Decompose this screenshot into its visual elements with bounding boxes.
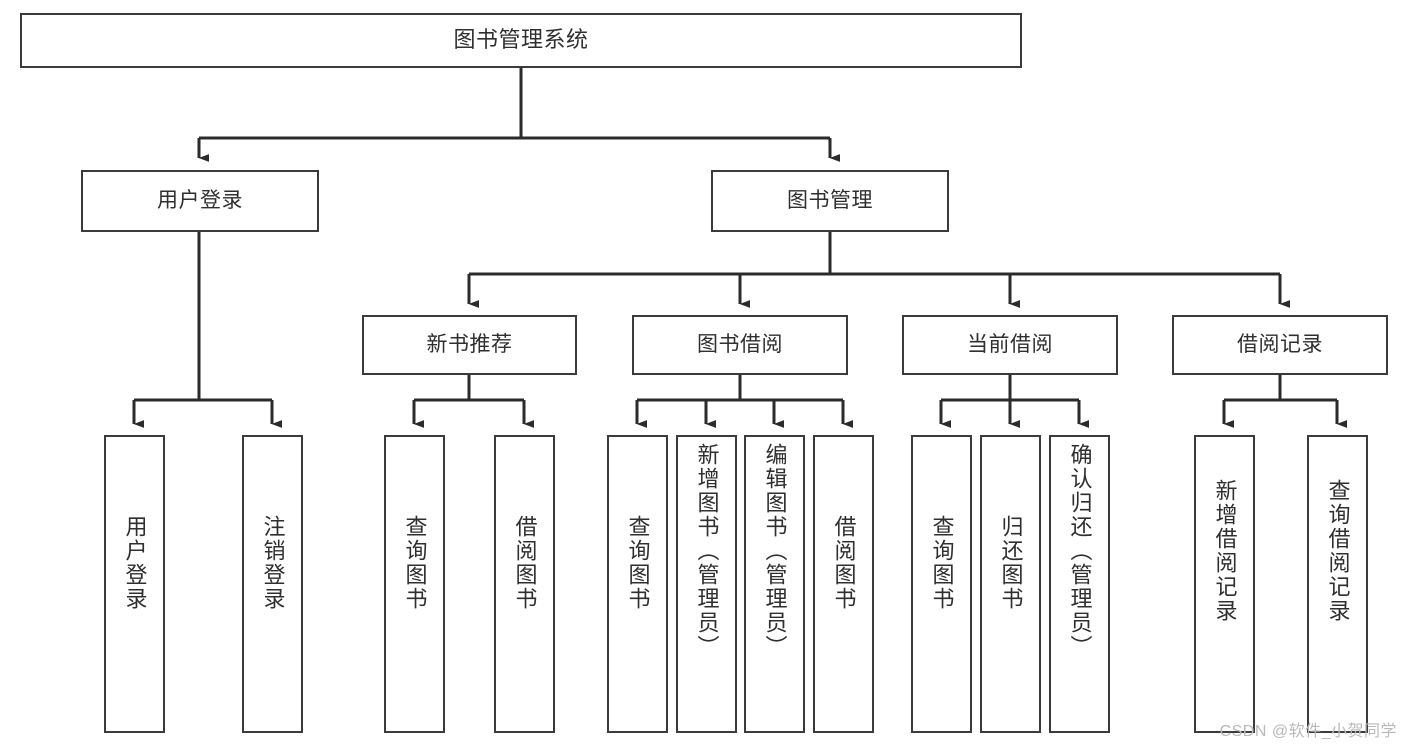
node-leaf-query-book-borrow[interactable]: 查询图书 — [607, 435, 668, 733]
watermark-text: CSDN @软件_小贺同学 — [1219, 723, 1397, 740]
node-borrow-record[interactable]: 借阅记录 — [1172, 315, 1388, 375]
node-leaf-logout[interactable]: 注销登录 — [242, 435, 303, 733]
node-label: 查询图书 — [402, 515, 428, 611]
node-new-book-recommend[interactable]: 新书推荐 — [362, 315, 577, 375]
node-label: 编辑图书（管理员） — [762, 443, 788, 659]
node-leaf-query-book-recommend[interactable]: 查询图书 — [384, 435, 445, 733]
node-book-management[interactable]: 图书管理 — [711, 170, 949, 232]
node-label: 图书借阅 — [697, 333, 783, 357]
node-label: 借阅图书 — [512, 515, 538, 611]
node-label: 查询借阅记录 — [1325, 479, 1351, 623]
node-label: 查询图书 — [929, 515, 955, 611]
node-current-borrow[interactable]: 当前借阅 — [902, 315, 1118, 375]
node-leaf-query-book-current[interactable]: 查询图书 — [911, 435, 972, 733]
node-root-book-management-system[interactable]: 图书管理系统 — [20, 13, 1022, 68]
node-label: 用户登录 — [157, 189, 243, 213]
node-user-login[interactable]: 用户登录 — [81, 170, 319, 232]
node-label: 图书管理系统 — [453, 27, 589, 53]
node-label: 归还图书 — [998, 515, 1024, 611]
node-label: 图书管理 — [787, 189, 873, 213]
node-leaf-borrow-book-recommend[interactable]: 借阅图书 — [494, 435, 555, 733]
node-label: 新增借阅记录 — [1212, 479, 1238, 623]
node-book-borrow[interactable]: 图书借阅 — [632, 315, 848, 375]
node-label: 确认归还（管理员） — [1067, 443, 1093, 659]
node-leaf-add-book-admin[interactable]: 新增图书（管理员） — [676, 435, 737, 733]
node-label: 新增图书（管理员） — [694, 443, 720, 659]
node-leaf-add-borrow-record[interactable]: 新增借阅记录 — [1194, 435, 1255, 733]
node-label: 借阅图书 — [831, 515, 857, 611]
node-label: 新书推荐 — [426, 333, 513, 357]
node-label: 借阅记录 — [1237, 333, 1323, 357]
node-leaf-user-login[interactable]: 用户登录 — [104, 435, 165, 733]
node-label: 查询图书 — [625, 515, 651, 611]
node-label: 注销登录 — [260, 515, 286, 611]
node-leaf-return-book[interactable]: 归还图书 — [980, 435, 1041, 733]
node-label: 当前借阅 — [967, 333, 1053, 357]
node-leaf-edit-book-admin[interactable]: 编辑图书（管理员） — [744, 435, 805, 733]
node-leaf-confirm-return-admin[interactable]: 确认归还（管理员） — [1049, 435, 1110, 733]
node-label: 用户登录 — [122, 515, 148, 611]
node-leaf-borrow-book[interactable]: 借阅图书 — [813, 435, 874, 733]
node-leaf-query-borrow-record[interactable]: 查询借阅记录 — [1307, 435, 1368, 733]
